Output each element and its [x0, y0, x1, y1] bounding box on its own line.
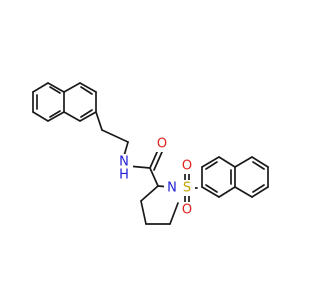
sulfur-atom: S — [179, 180, 195, 196]
bond — [201, 156, 220, 168]
bond — [47, 82, 65, 93]
double-bond-inner — [80, 86, 93, 95]
bond — [140, 200, 147, 225]
sulfonyl-oxygen-bottom-atom: O — [179, 202, 195, 218]
bond — [149, 149, 159, 169]
bond — [201, 186, 220, 198]
double-bond-inner — [205, 161, 218, 170]
bond — [251, 186, 269, 198]
bond — [218, 156, 236, 168]
bond — [32, 111, 49, 122]
bond — [63, 82, 81, 93]
molecule-drawing: N H O N S O O — [32, 82, 269, 225]
bond — [169, 202, 179, 225]
bond — [79, 111, 97, 122]
carbonyl-oxygen-atom: O — [154, 136, 170, 152]
amide-nitrogen-label: N — [119, 155, 129, 170]
sulfur-label: S — [183, 181, 191, 196]
amide-nitrogen-atom: N H — [115, 154, 133, 183]
ring-nitrogen-label: N — [167, 181, 177, 196]
double-bond-inner — [252, 161, 265, 170]
atom-label-layer: N H O N S O O — [115, 136, 195, 218]
bond — [140, 185, 159, 202]
bond — [218, 186, 236, 198]
sulfonyl-oxygen-bottom-label: O — [182, 203, 192, 218]
bond — [32, 82, 49, 93]
sulfonyl-oxygen-top-label: O — [182, 159, 192, 174]
sulfonyl-oxygen-top-atom: O — [179, 158, 195, 174]
double-bond-inner — [49, 86, 61, 94]
double-bond-inner — [153, 151, 163, 171]
bond — [234, 156, 253, 168]
double-bond-inner — [252, 184, 265, 193]
bond — [63, 111, 81, 122]
amide-hydrogen-label: H — [119, 168, 129, 183]
double-bond-inner — [80, 109, 93, 118]
ring-nitrogen-atom: N — [164, 180, 180, 196]
bond-layer — [32, 82, 269, 225]
double-bond-inner — [49, 110, 61, 118]
bond — [251, 156, 269, 168]
bond — [79, 82, 97, 93]
bond — [149, 167, 159, 187]
structure-canvas: N H O N S O O — [32, 82, 269, 225]
bond — [101, 129, 129, 143]
bond — [123, 141, 129, 157]
carbonyl-oxygen-label: O — [157, 137, 167, 152]
bond — [47, 111, 65, 122]
bond — [234, 186, 253, 198]
bond — [95, 111, 103, 131]
double-bond-inner — [205, 184, 218, 193]
